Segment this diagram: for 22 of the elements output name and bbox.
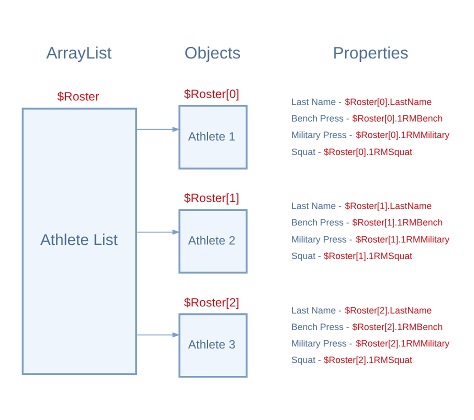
label: Bench Press - $Roster[2].1RMBench xyxy=(291,321,443,332)
label: Bench Press - $Roster[0].1RMBench xyxy=(291,113,443,124)
node-label: $Roster xyxy=(57,89,100,104)
label: Military Press - $Roster[2].1RMMilitary xyxy=(291,338,450,348)
arrow xyxy=(136,126,180,132)
label: Squat - $Roster[1].1RMSquat xyxy=(291,250,412,260)
node-label: $Roster[2] xyxy=(184,294,240,309)
label: Bench Press - $Roster[1].1RMBench xyxy=(291,217,443,228)
label: Properties xyxy=(332,42,408,62)
arrow xyxy=(136,332,180,337)
label: Squat - $Roster[0].1RMSquat xyxy=(291,146,412,156)
node-label: $Roster[0] xyxy=(184,86,240,100)
label: Squat - $Roster[2].1RMSquat xyxy=(291,354,412,365)
label: Objects xyxy=(184,42,241,62)
node-label: $Roster[1] xyxy=(184,190,240,205)
label: Military Press - $Roster[1].1RMMilitary xyxy=(291,234,450,244)
label: Last Name - $Roster[1].LastName xyxy=(291,200,432,211)
label: Military Press - $Roster[0].1RMMilitary xyxy=(291,130,450,140)
label: ArrayList xyxy=(46,42,112,62)
label: Last Name - $Roster[2].LastName xyxy=(291,304,432,315)
arrow xyxy=(136,229,180,234)
label: Last Name - $Roster[0].LastName xyxy=(291,96,432,106)
